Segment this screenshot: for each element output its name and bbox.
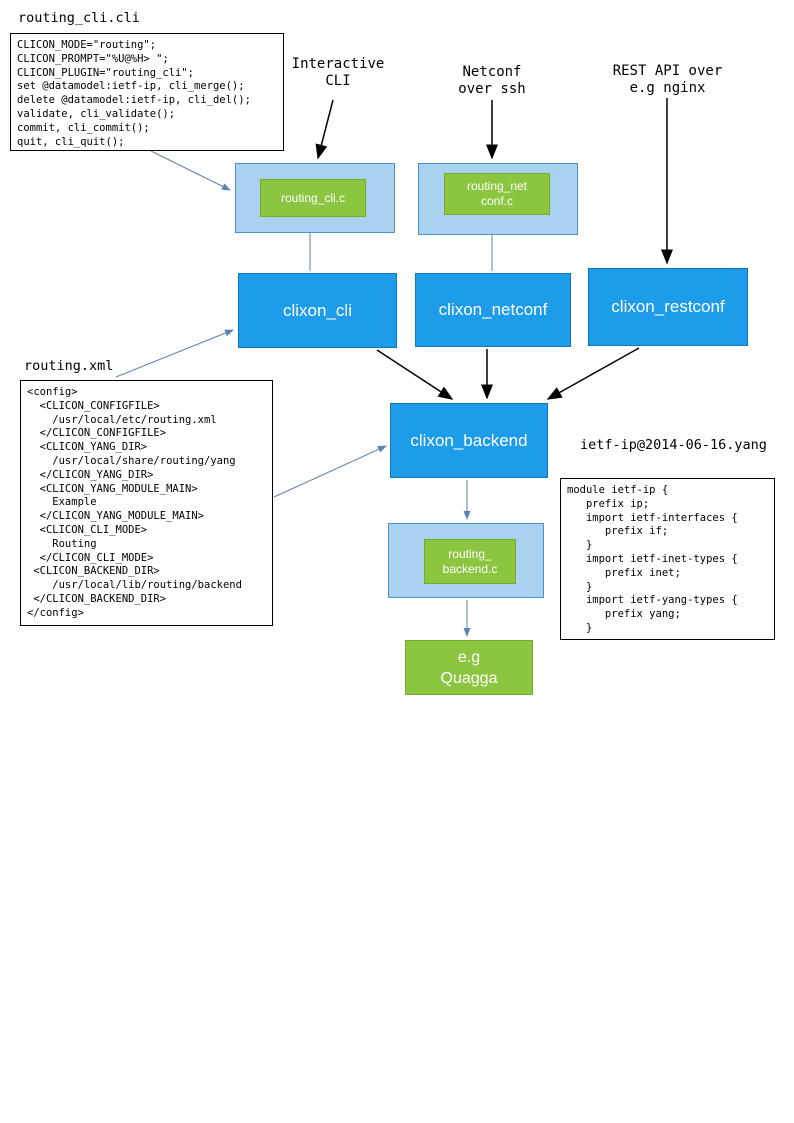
node-quagga: e.g Quagga [405, 640, 533, 695]
code-box-ietf-ip-yang: module ietf-ip { prefix ip; import ietf-… [560, 478, 775, 640]
file-title-ietf-ip-yang: ietf-ip@2014-06-16.yang [580, 437, 767, 453]
node-routing-backend-c: routing_ backend.c [424, 539, 516, 584]
annotation-netconf-over-ssh: Netconf over ssh [458, 64, 526, 97]
code-box-routing-xml: <config> <CLICON_CONFIGFILE> /usr/local/… [20, 380, 273, 626]
annotation-rest-api-nginx: REST API over e.g nginx [612, 63, 723, 96]
arrow-routing-xml-to-clixon-cli [115, 329, 234, 378]
node-clixon-restconf: clixon_restconf [588, 268, 748, 346]
arrow-clixon-cli-to-backend [376, 349, 454, 400]
file-title-routing-xml: routing.xml [24, 358, 114, 374]
annotation-interactive-cli: Interactive CLI [291, 56, 385, 89]
plugin-container-backend: routing_ backend.c [388, 523, 544, 598]
arrow-cli-spec-to-routing-cli-c-box [150, 150, 231, 191]
node-routing-netconf-c: routing_net conf.c [444, 173, 550, 215]
arrow-clixon-restconf-to-backend [546, 347, 640, 400]
plugin-container-netconf: routing_net conf.c [418, 163, 578, 235]
file-title-routing-cli-cli: routing_cli.cli [18, 10, 140, 26]
node-clixon-netconf: clixon_netconf [415, 273, 571, 347]
plugin-container-cli: routing_cli.c [235, 163, 395, 233]
arrow-routing-xml-to-clixon-backend [273, 445, 387, 498]
node-clixon-cli: clixon_cli [238, 273, 397, 348]
node-clixon-backend: clixon_backend [390, 403, 548, 478]
node-routing-cli-c: routing_cli.c [260, 179, 366, 217]
arrow-interactive-cli-to-routing-cli-c [315, 99, 334, 160]
code-box-routing-cli-cli: CLICON_MODE="routing"; CLICON_PROMPT="%U… [10, 33, 284, 151]
